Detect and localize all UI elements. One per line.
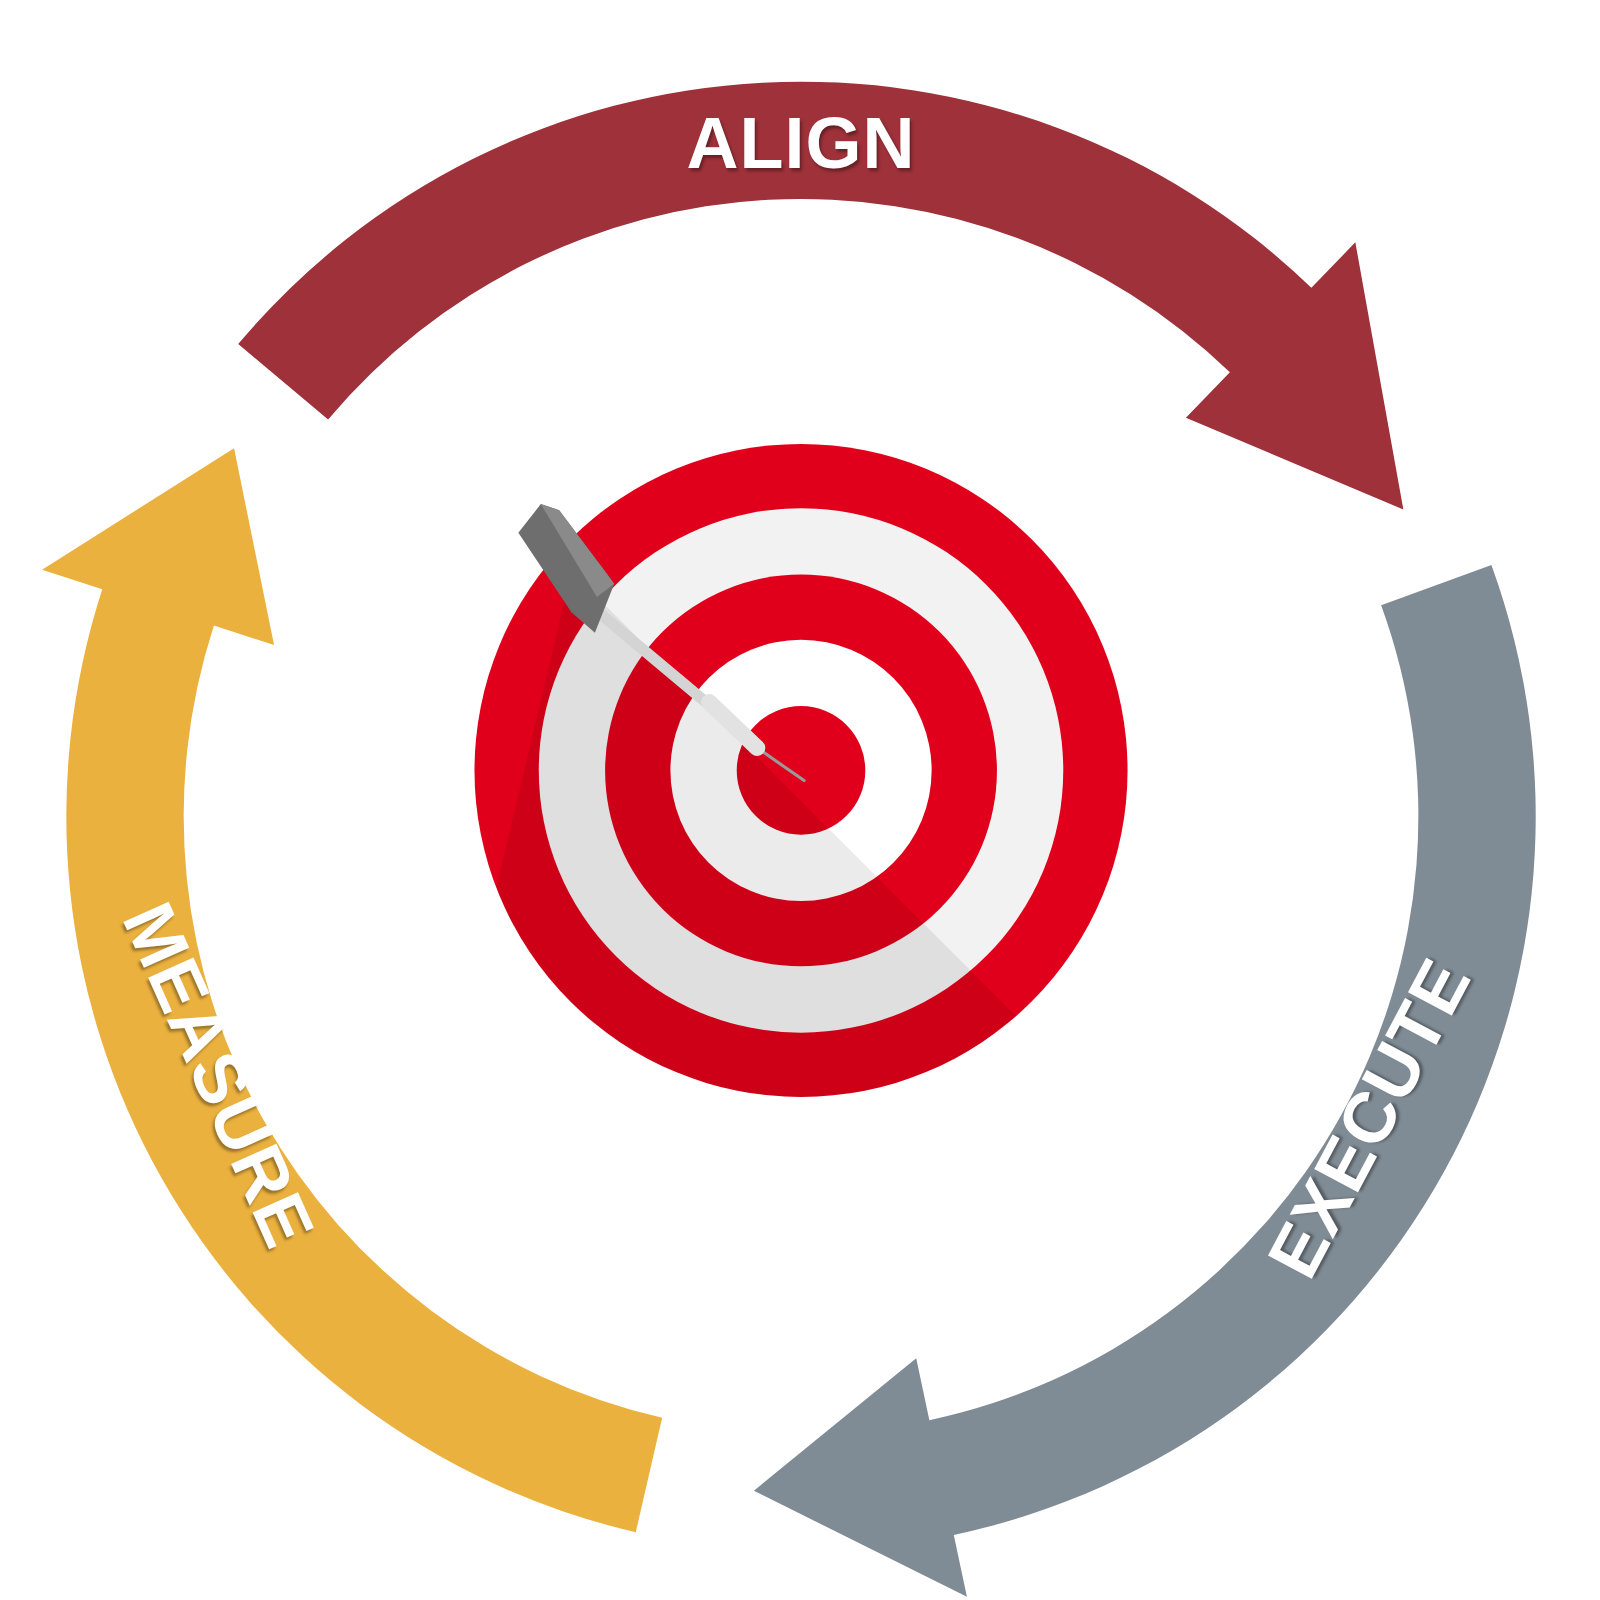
arrow-fill [238, 82, 1403, 510]
cycle-arrow: EXECUTE [741, 539, 1600, 1600]
cycle-arrow: MEASURE [0, 377, 681, 1598]
arrow-shape [741, 539, 1600, 1600]
arrow-shape [0, 377, 681, 1598]
stage-label: ALIGN [687, 107, 916, 179]
arrow-fill [754, 565, 1536, 1597]
target [429, 444, 1174, 1174]
arrow-fill [42, 448, 662, 1532]
dart [518, 504, 804, 781]
arrow-shape [185, 14, 1510, 561]
cycle-arrow: ALIGN [185, 14, 1510, 561]
